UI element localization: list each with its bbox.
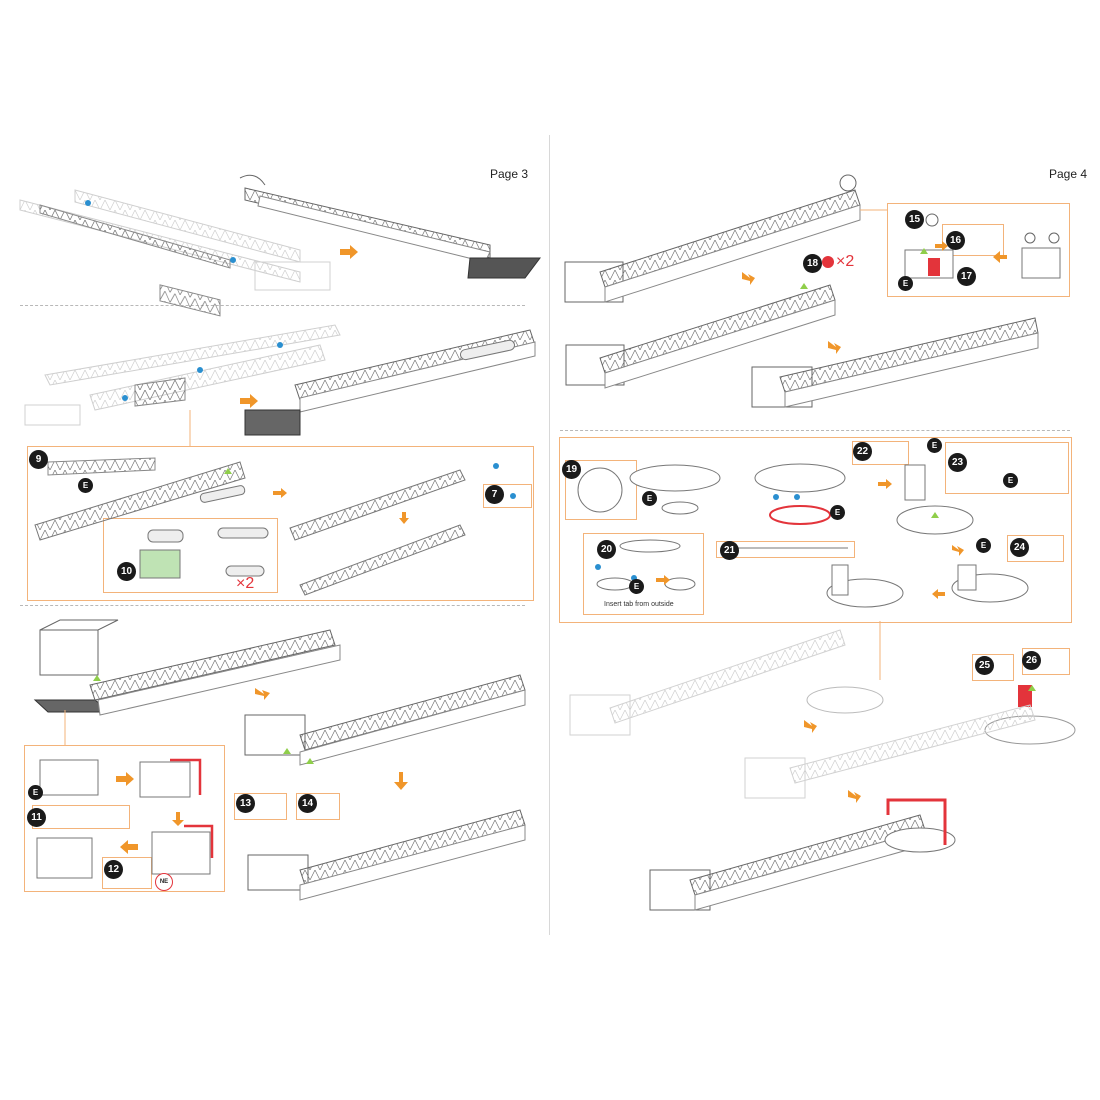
e-badge: E — [28, 785, 43, 800]
step-7-badge: 7 — [485, 485, 504, 504]
section-divider — [20, 605, 525, 606]
step-16-badge: 16 — [946, 231, 965, 250]
step-14-badge: 14 — [298, 794, 317, 813]
e-badge: E — [78, 478, 93, 493]
section-divider — [20, 305, 525, 306]
assembly-arrows — [116, 241, 1007, 854]
ladder-assembled-2 — [244, 329, 536, 436]
step-9-badge: 9 — [29, 450, 48, 469]
truck-ladder-top-2 — [565, 284, 836, 389]
truck-ladder-top-3 — [751, 317, 1039, 408]
cab-and-ladder-2 — [244, 674, 526, 766]
step-15-illustration — [904, 213, 1061, 279]
section-divider — [560, 430, 1070, 431]
insert-tab-caption: Insert tab from outside — [604, 601, 674, 608]
step-15-badge: 15 — [905, 210, 924, 229]
final-assembly-middle — [744, 704, 1036, 799]
cab-and-ladder-3 — [247, 809, 526, 901]
step-25-badge: 25 — [975, 656, 994, 675]
step-10-badge: 10 — [117, 562, 136, 581]
truck-ladder-top-1 — [564, 174, 861, 303]
step-21-badge: 21 — [720, 541, 739, 560]
e-badge: E — [830, 505, 845, 520]
page-4-label: Page 4 — [1049, 167, 1088, 181]
page-3-label: Page 3 — [490, 167, 529, 181]
ladder-ghost-2 — [24, 324, 341, 426]
ladder-assembled-1 — [239, 174, 541, 279]
tab-markers — [93, 248, 1036, 764]
e-badge: E — [976, 538, 991, 553]
step-11-illustration — [36, 758, 214, 879]
turntable-illustrations — [577, 463, 1029, 608]
step-12-badge: 12 — [104, 860, 123, 879]
step-11-badge: 11 — [27, 808, 46, 827]
e-badge: E — [1003, 473, 1018, 488]
step-13-badge: 13 — [236, 794, 255, 813]
quantity-multiplier: ×2 — [822, 253, 854, 271]
quantity-multiplier: ×2 — [236, 575, 255, 592]
final-assembly-complete — [649, 798, 956, 911]
step-9-illustration — [34, 457, 466, 596]
red-dot-icon — [822, 255, 834, 268]
step-18-badge: 18 — [803, 254, 822, 273]
final-assembly-ghost — [569, 629, 1076, 745]
step-19-badge: 19 — [562, 460, 581, 479]
e-badge: E — [927, 438, 942, 453]
cab-and-ladder-1 — [33, 619, 341, 716]
ne-marker: NE — [155, 873, 173, 891]
ladder-ghost-flat — [19, 189, 331, 317]
step-26-badge: 26 — [1022, 651, 1041, 670]
detail-box-step-21 — [716, 541, 855, 558]
step-22-badge: 22 — [853, 442, 872, 461]
step-24-badge: 24 — [1010, 538, 1029, 557]
e-badge: E — [629, 579, 644, 594]
step-20-badge: 20 — [597, 540, 616, 559]
step-23-badge: 23 — [948, 453, 967, 472]
alignment-dots — [85, 200, 800, 581]
page-divider — [549, 135, 550, 935]
quantity-multiplier-text: ×2 — [836, 253, 855, 270]
e-badge: E — [642, 491, 657, 506]
step-17-badge: 17 — [957, 267, 976, 286]
detail-box-step-11 — [32, 805, 130, 829]
e-badge: E — [898, 276, 913, 291]
